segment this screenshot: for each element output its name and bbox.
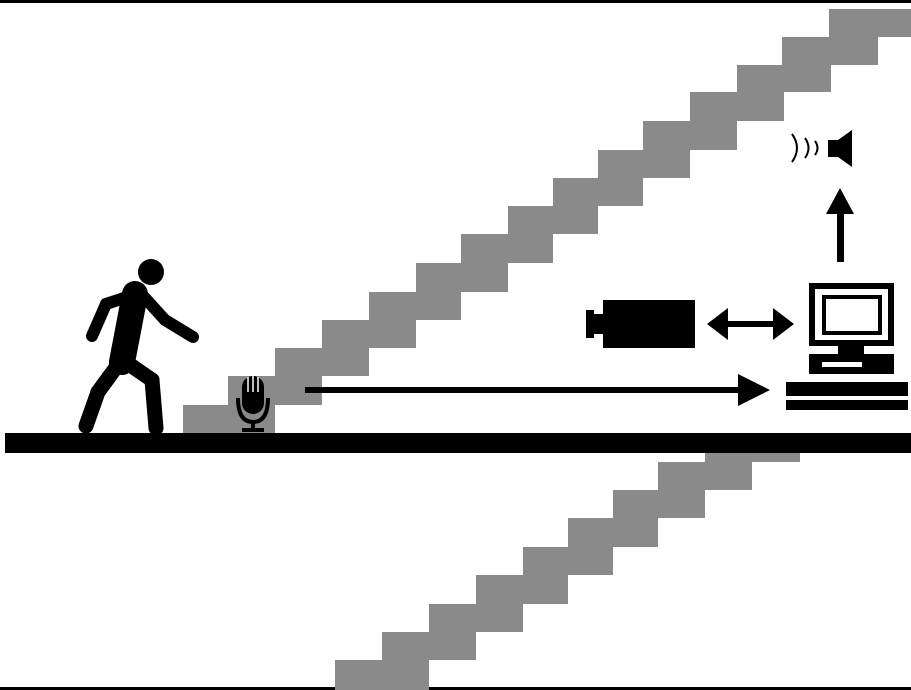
arrow-camera-computer-bidirectional <box>707 308 794 340</box>
walking-person-icon <box>78 259 199 436</box>
bottom-border <box>0 687 911 690</box>
arrow-microphone-to-computer <box>305 374 770 406</box>
upper-staircase <box>183 9 911 433</box>
floor-slab <box>5 433 911 453</box>
desktop-computer-icon <box>786 283 908 410</box>
video-camera-icon <box>586 300 695 348</box>
microphone-icon <box>236 375 270 432</box>
lower-staircase <box>335 452 800 690</box>
speaker-icon <box>791 130 852 167</box>
top-border <box>0 0 911 3</box>
arrow-computer-to-speaker <box>826 188 854 262</box>
